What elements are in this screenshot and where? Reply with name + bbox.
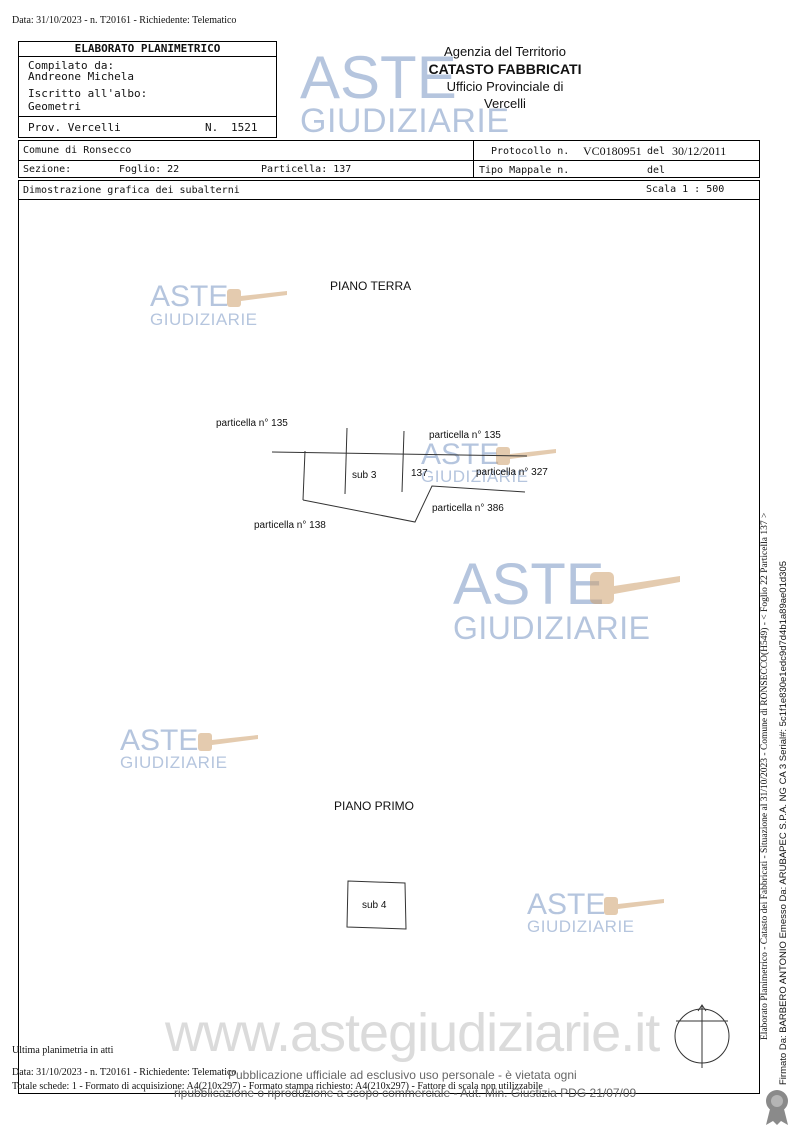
seal-ribbon-icon: [766, 1090, 788, 1125]
compilato-name: Andreone Michela: [28, 70, 134, 83]
label-137: 137: [411, 468, 428, 479]
sezione-label: Sezione:: [23, 164, 72, 175]
side-vertical-info: Elaborato Planimetrico - Catasto dei Fab…: [760, 512, 770, 1040]
del2-label: del: [647, 165, 666, 176]
drawing-frame: Dimostrazione grafica dei subalterni Sca…: [18, 180, 760, 1094]
pubblicazione-line-1: Pubblicazione ufficiale ad esclusivo uso…: [228, 1068, 577, 1082]
watermark-giudiziarie-header: GIUDIZIARIE: [300, 102, 510, 140]
particella-text: Particella: 137: [261, 164, 352, 175]
watermark-aste-3: ASTE: [453, 552, 605, 617]
protocollo-label: Protocollo n.: [491, 146, 570, 157]
pubblicazione-line-2: ripubblicazione o riproduzione a scopo c…: [174, 1086, 637, 1100]
scala-text: Scala 1 : 500: [646, 184, 725, 195]
comune-text: Comune di Ronsecco: [23, 145, 132, 156]
label-sub3: sub 3: [352, 470, 377, 481]
header-title: ELABORATO PLANIMETRICO: [19, 42, 276, 57]
gavel-icon: [198, 733, 258, 751]
footer-date-line: Data: 31/10/2023 - n. T20161 - Richieden…: [12, 1067, 237, 1078]
iscritto-value: Geometri: [28, 100, 81, 113]
watermark-aste-1: ASTE: [150, 280, 229, 313]
iscritto-label: Iscritto all'albo:: [28, 87, 148, 100]
label-particella-135-left: particella n° 135: [216, 418, 288, 429]
label-particella-138: particella n° 138: [254, 520, 326, 531]
label-particella-386: particella n° 386: [432, 503, 504, 514]
footer-totale-line: Totale schede: 1 - Formato di acquisizio…: [12, 1081, 543, 1092]
ufficio-line: Ufficio Provinciale di: [446, 79, 564, 94]
watermark-giudiziarie-1: GIUDIZIARIE: [150, 310, 258, 329]
info-divider-h: [19, 160, 759, 161]
frame-header-line: [19, 199, 759, 200]
side-vertical-signature: Firmato Da: BARBERO ANTONIO Emesso Da: A…: [778, 560, 789, 1085]
compilato-label: Compilato da:: [28, 59, 115, 72]
n-label: N.: [205, 121, 219, 134]
del-label: del: [647, 146, 666, 157]
dimostrazione-text: Dimostrazione grafica dei subalterni: [23, 185, 240, 196]
info-divider-v: [473, 141, 474, 177]
header-compiler-box: ELABORATO PLANIMETRICO Compilato da: And…: [18, 41, 277, 138]
watermark-aste-5: ASTE: [527, 888, 606, 921]
n-value: 1521: [231, 121, 258, 134]
top-date-line: Data: 31/10/2023 - n. T20161 - Richieden…: [12, 15, 237, 26]
del-value: 30/12/2011: [672, 144, 727, 158]
watermark-aste-header: ASTE: [300, 44, 457, 111]
watermark-giudiziarie-5: GIUDIZIARIE: [527, 917, 635, 936]
label-particella-135-right: particella n° 135: [429, 430, 501, 441]
info-box: Comune di Ronsecco Sezione: Foglio: 22 P…: [18, 140, 760, 178]
gavel-icon: [227, 289, 287, 307]
header-divider: [19, 116, 276, 117]
label-particella-327: particella n° 327: [476, 467, 548, 478]
piano-primo-label: PIANO PRIMO: [334, 799, 415, 813]
prov-label: Prov. Vercelli: [28, 121, 121, 134]
watermark-website: www.astegiudiziarie.it: [165, 1003, 660, 1063]
city-line: Vercelli: [484, 96, 526, 111]
foglio-text: Foglio: 22: [119, 164, 180, 175]
watermark-giudiziarie-3: GIUDIZIARIE: [453, 610, 651, 646]
watermark-aste-4: ASTE: [120, 724, 199, 757]
tipo-mappale-label: Tipo Mappale n.: [479, 165, 570, 176]
agency-block: Agenzia del Territorio CATASTO FABBRICAT…: [400, 44, 610, 112]
gavel-icon: [604, 897, 664, 915]
label-sub4: sub 4: [362, 900, 387, 911]
gavel-icon: [590, 572, 680, 604]
piano-terra-label: PIANO TERRA: [330, 279, 412, 293]
protocollo-value: VC0180951: [583, 144, 642, 158]
watermark-giudiziarie-4: GIUDIZIARIE: [120, 753, 228, 772]
catasto-title: CATASTO FABBRICATI: [428, 61, 582, 77]
watermark-giudiziarie-2: GIUDIZIARIE: [421, 467, 529, 486]
agency-name: Agenzia del Territorio: [444, 44, 566, 59]
ultima-planimetria: Ultima planimetria in atti: [12, 1045, 114, 1056]
